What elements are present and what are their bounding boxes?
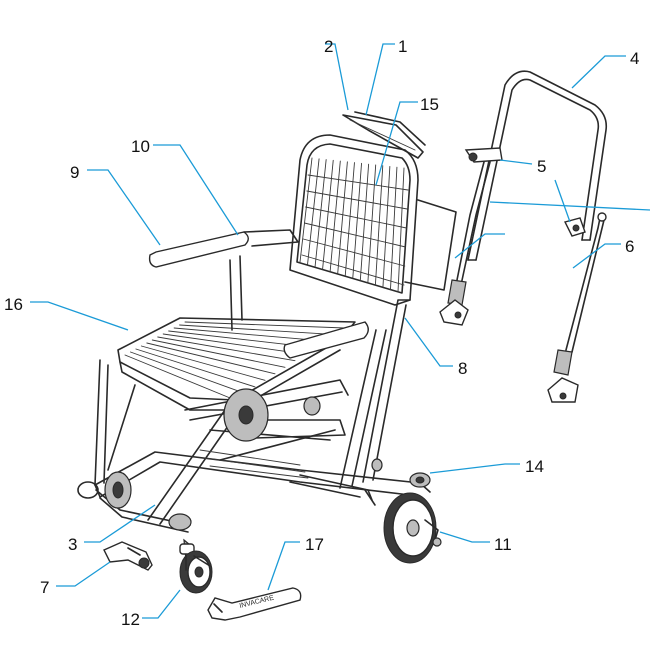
callout-3: 3 xyxy=(68,535,77,554)
callout-2: 2 xyxy=(324,37,333,56)
backrest-grid xyxy=(289,134,457,306)
leader-6 xyxy=(572,243,621,269)
covers-1-2 xyxy=(342,111,426,159)
callout-4: 4 xyxy=(630,49,639,68)
leader-10 xyxy=(153,144,239,236)
leader-2 xyxy=(325,43,349,111)
callout-9: 9 xyxy=(70,163,79,182)
rear-axle-14 xyxy=(364,458,431,506)
push-handle-4 xyxy=(467,70,608,261)
seat-grid xyxy=(117,317,356,411)
leader-lines xyxy=(30,43,651,619)
center-wheel xyxy=(223,388,321,442)
callout-1: 1 xyxy=(398,37,407,56)
leader-8 xyxy=(404,317,453,367)
wrench-17: INVACARE xyxy=(207,587,302,621)
callout-5: 5 xyxy=(537,157,546,176)
leader-rod xyxy=(489,201,651,211)
rear-wheel-11 xyxy=(383,492,442,564)
callout-7: 7 xyxy=(40,578,49,597)
callout-14: 14 xyxy=(525,457,544,476)
leader-3 xyxy=(84,504,156,543)
callout-11: 11 xyxy=(494,535,512,554)
leader-16 xyxy=(30,301,129,331)
callout-16: 16 xyxy=(4,295,23,314)
leader-5 xyxy=(499,159,533,165)
leader-7 xyxy=(56,561,111,587)
leader-4 xyxy=(571,55,626,89)
callout-12: 12 xyxy=(121,610,140,629)
leader-5b xyxy=(554,179,571,223)
callout-6: 6 xyxy=(625,237,634,256)
leader-9 xyxy=(87,169,161,246)
leader-15 xyxy=(375,101,418,186)
callout-8: 8 xyxy=(458,359,467,378)
lock-rod-5 xyxy=(439,147,503,326)
leader-1 xyxy=(365,43,395,116)
leader-11 xyxy=(439,531,490,543)
lock-rod-6 xyxy=(547,212,607,403)
callout-15: 15 xyxy=(420,95,439,114)
front-caster-wheels xyxy=(77,471,192,531)
callout-10: 10 xyxy=(131,137,150,156)
armrests xyxy=(148,229,369,359)
leader-14 xyxy=(429,463,520,474)
callout-17: 17 xyxy=(305,535,324,554)
leader-rod2 xyxy=(454,233,505,259)
loose-caster-12 xyxy=(179,538,213,594)
leader-12 xyxy=(142,589,181,619)
bracket-7 xyxy=(103,541,153,571)
leader-17 xyxy=(267,541,300,591)
callout-labels: 1 2 3 4 5 6 7 8 9 10 11 12 14 15 16 17 xyxy=(4,37,639,629)
